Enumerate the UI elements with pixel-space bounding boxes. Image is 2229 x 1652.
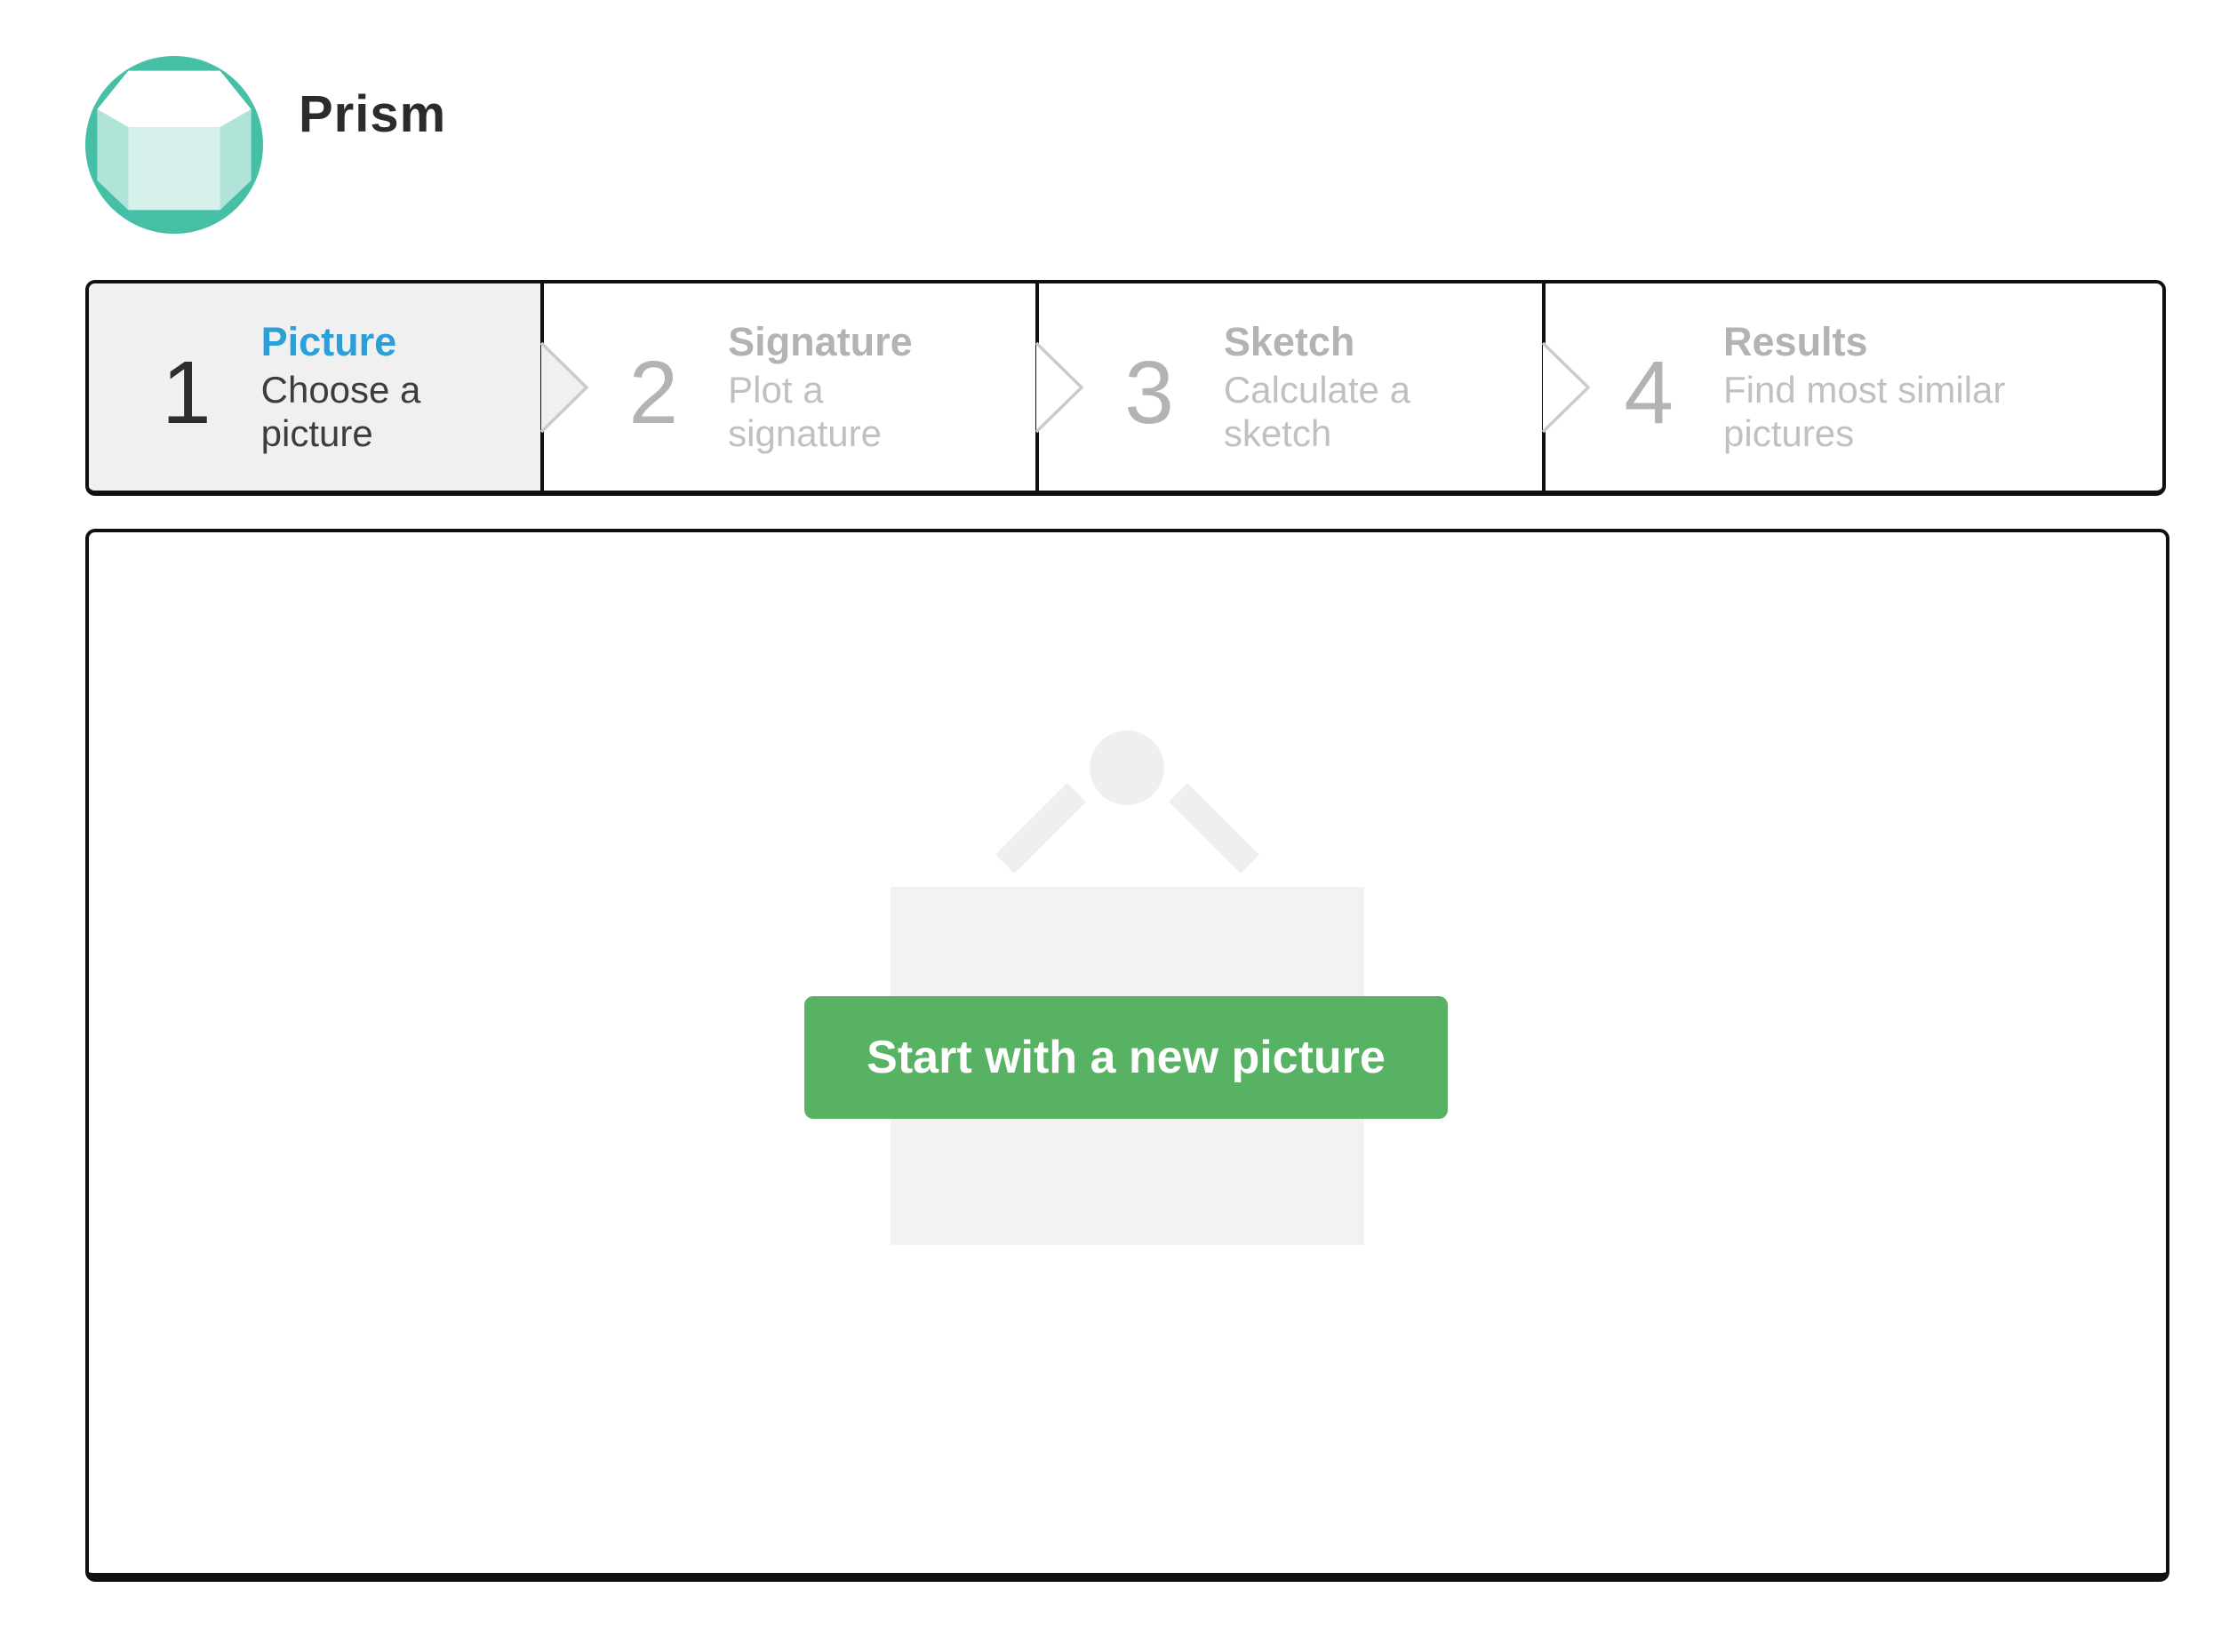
chevron-right-icon: [539, 341, 588, 434]
step-description: Choose a picture: [260, 368, 421, 455]
step-wizard: 1 Picture Choose a picture 2 Signature P…: [85, 280, 2166, 496]
step-number: 1: [162, 342, 212, 443]
wizard-step-picture[interactable]: 1 Picture Choose a picture: [89, 283, 540, 491]
wizard-step-sketch[interactable]: 3 Sketch Calculate a sketch: [1035, 283, 1542, 491]
step-number: 2: [628, 342, 679, 443]
step-number: 3: [1124, 342, 1174, 443]
wizard-step-results[interactable]: 4 Results Find most similar pictures: [1542, 283, 2162, 491]
step-description: Find most similar pictures: [1723, 368, 2006, 455]
step-description: Plot a signature: [728, 368, 882, 455]
prism-icon: [85, 56, 263, 234]
step-title: Signature: [728, 319, 913, 365]
step-title: Sketch: [1223, 319, 1355, 365]
step-description: Calculate a sketch: [1223, 368, 1410, 455]
wizard-step-signature[interactable]: 2 Signature Plot a signature: [539, 283, 1036, 491]
chevron-right-icon: [1542, 341, 1591, 434]
step-title: Picture: [260, 319, 397, 365]
step-number: 4: [1624, 342, 1674, 443]
page-title: Prism: [299, 85, 447, 143]
start-new-picture-button[interactable]: Start with a new picture: [804, 996, 1448, 1119]
app-logo[interactable]: Prism: [85, 56, 446, 234]
step-title: Results: [1723, 319, 1868, 365]
chevron-right-icon: [1035, 341, 1084, 434]
nail-circle: [1090, 730, 1164, 805]
